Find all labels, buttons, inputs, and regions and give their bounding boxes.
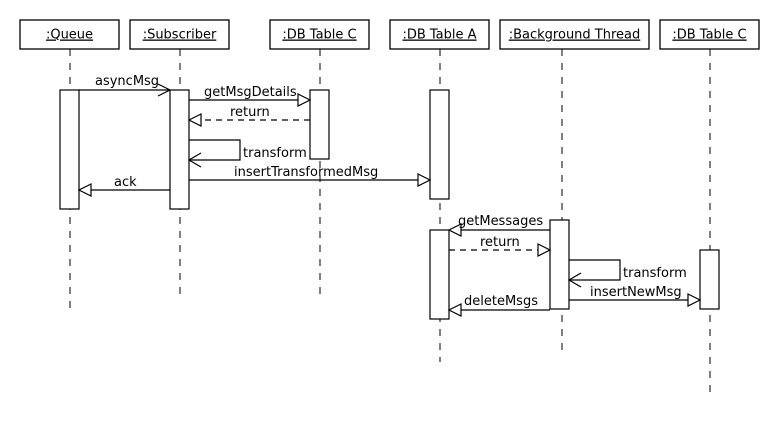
participant-subscriber[interactable]: :Subscriber: [129, 19, 230, 50]
message-inserttransformedmsg[interactable]: insertTransformedMsg: [189, 165, 432, 187]
activation-queue: [59, 89, 80, 210]
open-arrowhead-icon: [567, 272, 582, 288]
participant-db-table-c-2[interactable]: :DB Table C: [659, 19, 760, 50]
message-return-2[interactable]: return: [449, 235, 552, 257]
message-label: insertNewMsg: [590, 285, 682, 300]
message-label: return: [230, 105, 270, 120]
participant-box: [19, 19, 120, 50]
filled-arrowhead-icon: [447, 223, 462, 237]
participant-db-table-a[interactable]: :DB Table A: [389, 19, 490, 50]
message-label: ack: [114, 175, 137, 190]
message-label: insertTransformedMsg: [234, 165, 378, 180]
message-label: getMsgDetails: [204, 85, 297, 100]
participant-background-thread[interactable]: :Background Thread: [499, 19, 650, 50]
return-arrowhead-icon: [187, 113, 202, 127]
filled-arrowhead-icon: [687, 293, 702, 307]
message-label: transform: [623, 266, 687, 281]
message-asyncmsg[interactable]: asyncMsg: [79, 74, 172, 97]
filled-arrowhead-icon: [77, 183, 92, 197]
participant-label: :DB Table A: [402, 28, 476, 43]
participant-box: [389, 19, 490, 50]
message-label: deleteMsgs: [464, 294, 538, 309]
filled-arrowhead-icon: [297, 93, 312, 107]
participant-box: [659, 19, 760, 50]
activation-db-table-c-1: [309, 89, 330, 160]
filled-arrowhead-icon: [417, 173, 432, 187]
return-arrowhead-icon: [537, 243, 552, 257]
open-arrowhead-icon: [157, 83, 172, 97]
activation-db-table-c-2: [699, 249, 720, 310]
message-deletemsgs[interactable]: deleteMsgs: [447, 294, 550, 317]
participant-label: :DB Table C: [672, 28, 746, 43]
participant-db-table-c-1[interactable]: :DB Table C: [269, 19, 370, 50]
message-line: [189, 139, 241, 161]
participant-queue[interactable]: :Queue: [19, 19, 120, 50]
message-insertnewmsg[interactable]: insertNewMsg: [569, 285, 702, 307]
activation-db-table-a-1: [429, 89, 450, 200]
message-label: getMessages: [458, 214, 543, 229]
message-label: asyncMsg: [95, 74, 159, 89]
message-return-1[interactable]: return: [187, 105, 310, 127]
participant-label: :Background Thread: [509, 28, 641, 43]
activation-background-thread: [549, 219, 570, 310]
participant-label: :Queue: [46, 28, 93, 43]
message-ack[interactable]: ack: [77, 175, 170, 197]
message-getmessages[interactable]: getMessages: [447, 214, 550, 237]
message-label: transform: [243, 146, 307, 161]
activation-subscriber: [169, 89, 190, 210]
participant-label: :Subscriber: [143, 28, 217, 43]
activation-db-table-a-2: [429, 229, 450, 320]
message-getmsgdetails[interactable]: getMsgDetails: [189, 85, 312, 107]
participant-label: :DB Table C: [282, 28, 356, 43]
message-transform-1[interactable]: transform: [187, 139, 307, 168]
message-transform-2[interactable]: transform: [567, 259, 687, 288]
participant-box: [499, 19, 650, 50]
filled-arrowhead-icon: [447, 303, 462, 317]
message-label: return: [480, 235, 520, 250]
participant-box: [129, 19, 230, 50]
message-line: [569, 259, 621, 281]
open-arrowhead-icon: [187, 152, 202, 168]
